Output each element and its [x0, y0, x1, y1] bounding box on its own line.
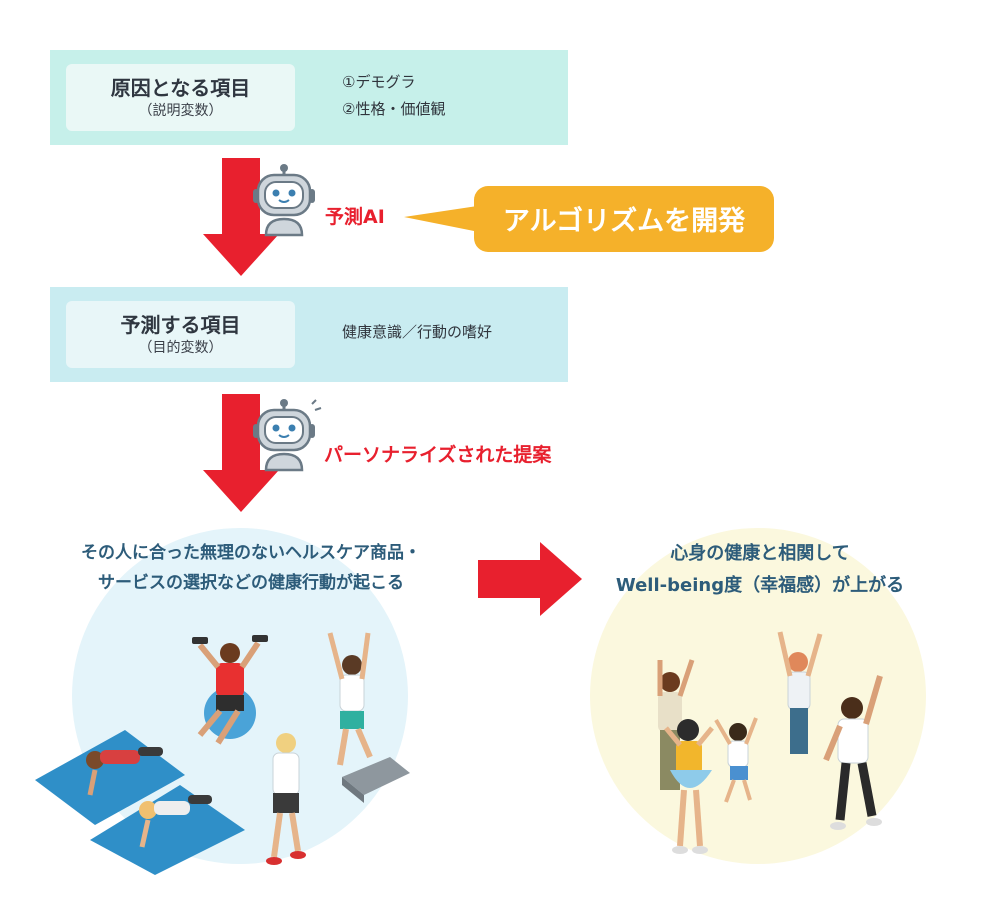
right-caption-line: 心身の健康と相関して — [670, 543, 850, 564]
target-title: 予測する項目 — [120, 312, 241, 337]
callout-text: アルゴリズムを開発 — [502, 206, 746, 237]
cause-title: 原因となる項目 — [110, 75, 251, 100]
cause-label-card: 原因となる項目 （説明変数） — [66, 64, 295, 131]
target-item: 健康意識／行動の嗜好 — [342, 323, 493, 341]
left-caption-line: サービスの選択などの健康行動が起こる — [98, 573, 404, 593]
proposal-label: パーソナライズされた提案 — [324, 444, 552, 466]
target-label-card: 予測する項目 （目的変数） — [66, 301, 295, 368]
right-caption-line: Well-being度（幸福感）が上がる — [615, 575, 905, 596]
right-arrow — [478, 542, 582, 616]
celebration-illustration — [657, 631, 883, 854]
cause-item: ②性格・価値観 — [342, 100, 446, 118]
callout-bubble — [404, 186, 774, 252]
left-caption-line: その人に合った無理のないヘルスケア商品・ — [81, 543, 421, 563]
cause-items: ①デモグラ ②性格・価値観 — [342, 69, 445, 123]
ai-label: 予測AI — [325, 206, 385, 228]
right-caption: 心身の健康と相関して Well-being度（幸福感）が上がる — [590, 538, 930, 602]
cause-box: 原因となる項目 （説明変数） ①デモグラ ②性格・価値観 — [50, 50, 568, 145]
exercise-illustration — [35, 632, 410, 875]
left-caption: その人に合った無理のないヘルスケア商品・ サービスの選択などの健康行動が起こる — [20, 538, 482, 598]
cause-item: ①デモグラ — [342, 73, 416, 91]
target-subtitle: （目的変数） — [138, 339, 223, 356]
robot-icon — [253, 164, 315, 237]
robot-icon — [253, 399, 322, 472]
target-box: 予測する項目 （目的変数） 健康意識／行動の嗜好 — [50, 287, 568, 382]
target-items: 健康意識／行動の嗜好 — [342, 319, 492, 346]
cause-subtitle: （説明変数） — [138, 102, 223, 119]
